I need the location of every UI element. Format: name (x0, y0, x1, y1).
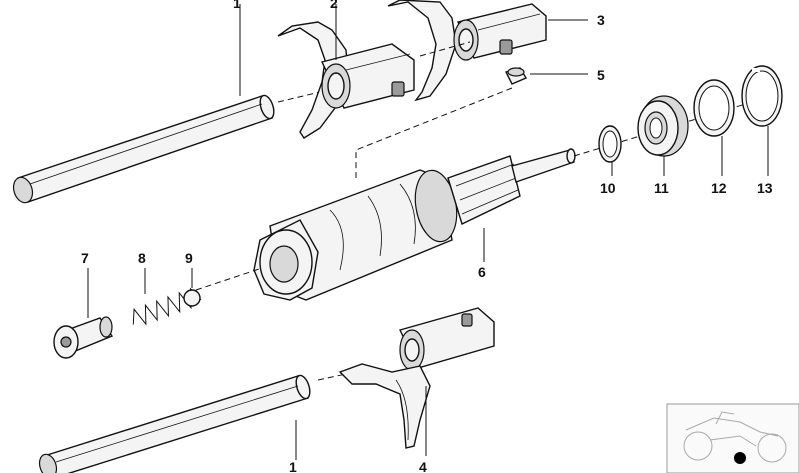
screw-plug-7[interactable] (53, 316, 114, 359)
callout-1-top: 1 (233, 0, 241, 11)
detent-ball-9[interactable] (183, 289, 201, 307)
circlip-10[interactable] (598, 125, 622, 163)
spring-8[interactable] (128, 287, 202, 329)
shift-rod-bottom[interactable] (37, 374, 313, 473)
shim-washer-12[interactable] (693, 79, 735, 137)
shift-rod-top[interactable] (10, 94, 276, 205)
callout-10: 10 (600, 180, 616, 196)
ball-bearing-11[interactable] (637, 95, 689, 157)
snap-ring-13[interactable] (741, 65, 783, 127)
callout-13: 13 (757, 180, 773, 196)
dash-fork-lower (317, 373, 347, 381)
shift-fork-2[interactable] (277, 21, 415, 139)
callout-5: 5 (597, 67, 605, 83)
callout-7: 7 (81, 250, 89, 266)
dash-drum-axis (195, 267, 263, 291)
dash-rod-top (277, 91, 321, 103)
callout-12: 12 (711, 180, 727, 196)
shift-fork-3[interactable] (387, 0, 547, 102)
guide-pin-5[interactable] (504, 67, 528, 85)
motorcycle-locator-thumbnail[interactable] (666, 403, 799, 473)
callout-1-bottom: 1 (289, 459, 297, 473)
location-marker-icon (734, 452, 746, 464)
callout-8: 8 (138, 250, 146, 266)
callout-4: 4 (419, 459, 427, 473)
callout-9: 9 (185, 250, 193, 266)
dash-pin (355, 87, 513, 178)
callout-2: 2 (330, 0, 338, 11)
shift-drum-6[interactable] (253, 148, 576, 301)
callout-6: 6 (478, 264, 486, 280)
callout-11: 11 (654, 180, 669, 196)
dash-fork (419, 41, 471, 57)
callout-3: 3 (597, 12, 605, 28)
shift-fork-4[interactable] (338, 307, 495, 449)
